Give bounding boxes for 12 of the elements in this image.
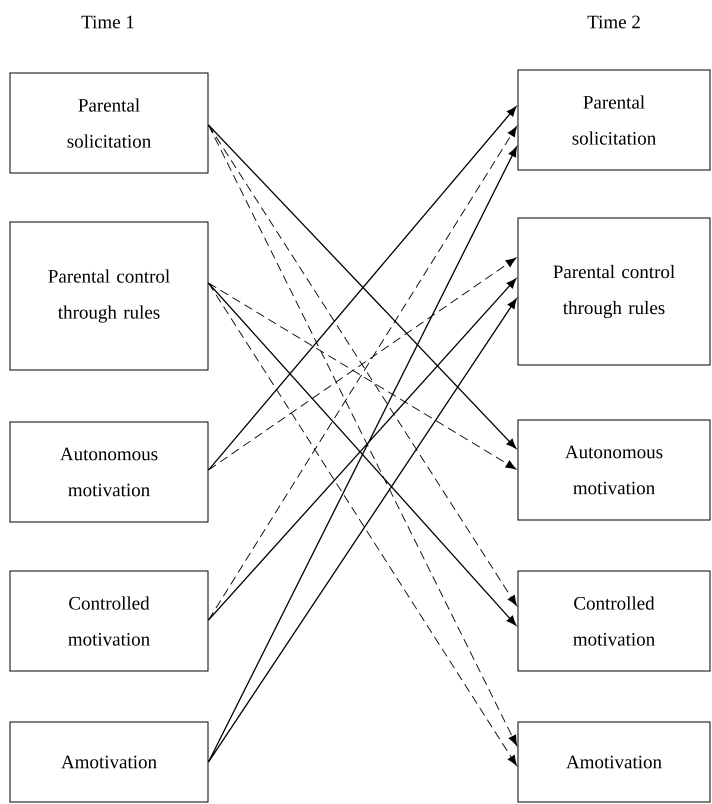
variable-box: Parental control through rules <box>10 222 208 370</box>
variable-box: Controlled motivation <box>10 570 208 672</box>
variable-box: Parental solicitation <box>518 70 710 170</box>
time-label: Time 1 <box>82 16 134 28</box>
variable-box: Parental solicitation <box>10 72 208 174</box>
variable-box: Amotivation <box>518 722 710 802</box>
time-label: Time 2 <box>588 16 640 28</box>
variable-box: Autonomous motivation <box>518 420 710 520</box>
variable-box: Amotivation <box>10 722 208 802</box>
variable-box: Parental control through rules <box>518 218 710 366</box>
variable-box: Controlled motivation <box>518 570 710 672</box>
variable-box: Autonomous motivation <box>10 422 208 522</box>
